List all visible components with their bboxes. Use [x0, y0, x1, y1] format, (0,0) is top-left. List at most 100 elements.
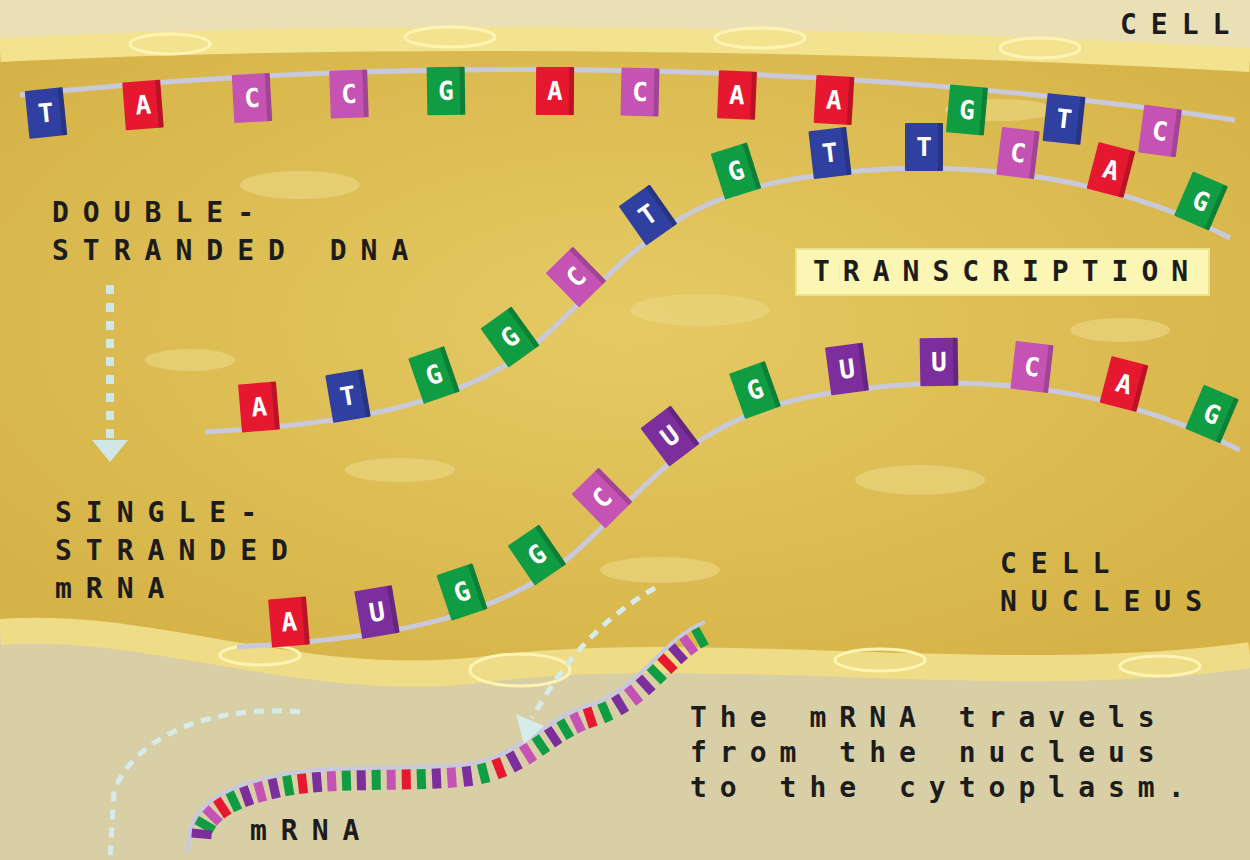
nucleotide-base: A: [238, 382, 280, 433]
nucleotide-base: T: [25, 88, 68, 140]
nucleotide-base: U: [825, 343, 869, 396]
node-text: C: [587, 483, 616, 513]
node-text: G: [524, 540, 552, 570]
mrna-bases: [191, 627, 708, 840]
nucleotide-base: C: [571, 468, 632, 529]
node-text: C: [341, 80, 358, 107]
mrna-base-bar: [432, 768, 442, 788]
node-text: G: [743, 375, 766, 405]
node-text: T: [37, 100, 55, 127]
mrna-base-bar: [531, 734, 550, 756]
node-text: C: [243, 84, 260, 111]
node-text: A: [729, 82, 746, 109]
node-text: T: [338, 382, 358, 410]
node-text: T: [634, 200, 662, 230]
nucleotide-base: C: [620, 67, 659, 116]
node-text: C: [632, 79, 648, 105]
node-text: A: [547, 78, 563, 104]
nucleotide-base: G: [710, 143, 761, 200]
nucleotide-base: G: [729, 361, 781, 419]
node-text: C: [1009, 139, 1028, 167]
node-text: G: [496, 322, 524, 352]
nucleotide-base: T: [1042, 93, 1085, 145]
mrna-base-bar: [597, 701, 613, 723]
node-text: C: [561, 262, 590, 292]
cell-nucleus: [0, 39, 1250, 674]
mrna-base-bar: [544, 726, 563, 748]
mrna-base-bar: [253, 781, 267, 803]
outer-cytoplasm: [0, 0, 1250, 60]
mrna-base-bar: [657, 653, 677, 674]
region-label: CELL NUCLEUS: [1000, 545, 1245, 621]
mrna-strand: [188, 622, 705, 852]
mrna-base-bar: [624, 684, 643, 705]
node-text: G: [1199, 399, 1224, 429]
process-arrow: [106, 285, 114, 440]
nucleotide-base: A: [122, 79, 164, 130]
node-text: T: [1054, 105, 1072, 133]
nucleotide-base: A: [814, 75, 855, 125]
nucleotide-base: G: [1185, 384, 1239, 443]
mrna-base-bar: [569, 712, 586, 734]
node-text: G: [958, 96, 976, 123]
mrna-base-bar: [647, 664, 667, 685]
mrna-base-bar: [282, 775, 294, 796]
nucleotide-base: T: [808, 127, 851, 179]
region-label: SINGLE- STRANDED mRNA: [55, 494, 355, 608]
nucleotide-base: U: [920, 338, 959, 387]
nucleotide-base: T: [905, 123, 943, 171]
arrowhead: [92, 440, 128, 462]
nucleotide-base: C: [329, 69, 369, 118]
mrna-base-bar: [583, 707, 598, 729]
nucleotide-base: G: [1174, 172, 1228, 231]
nucleotide-base: C: [996, 127, 1040, 179]
node-text: U: [367, 598, 387, 626]
mrna-base-bar: [387, 770, 396, 790]
mrna-base-bar: [462, 766, 473, 787]
node-text: G: [438, 78, 454, 104]
nucleotide-base: G: [436, 563, 487, 621]
export-arrow: [532, 588, 655, 718]
mrna-base-bar: [447, 767, 457, 788]
node-text: A: [1100, 156, 1122, 185]
nucleotide-base: A: [269, 597, 311, 648]
mrna-base-bar: [268, 778, 281, 799]
nucleotide-base: C: [546, 247, 607, 308]
mrna-base-bar: [636, 674, 656, 695]
mrna-base-bar: [519, 743, 537, 765]
nucleotide-base: A: [1099, 356, 1148, 412]
node-text: U: [838, 355, 857, 383]
node-text: T: [916, 134, 932, 160]
mrna-base-bar: [297, 773, 308, 794]
nucleotide-base: C: [1138, 104, 1182, 157]
node-text: G: [422, 360, 445, 390]
node-text: A: [134, 91, 152, 118]
mrna-base-bar: [506, 751, 523, 773]
node-text: C: [1150, 117, 1169, 145]
nucleotide-base: A: [717, 70, 757, 120]
nucleotide-base: G: [408, 346, 460, 404]
node-text: G: [450, 577, 473, 607]
node-text: G: [1189, 186, 1214, 216]
nuclear-membrane: [0, 631, 1250, 674]
node-text: A: [250, 394, 268, 421]
mrna-base-bar: [312, 772, 323, 793]
nucleotide-base: C: [232, 73, 273, 123]
mrna-base-bar: [556, 718, 574, 740]
mrna-base-bar: [611, 694, 629, 716]
mrna-base-bar: [239, 785, 254, 807]
region-label: DOUBLE- STRANDED DNA: [52, 194, 492, 270]
nucleotide-base: T: [618, 184, 677, 245]
node-text: U: [931, 349, 947, 375]
nucleotide-base: C: [1010, 341, 1053, 393]
mrna-base-bar: [402, 769, 411, 789]
nucleotide-base: T: [325, 370, 371, 424]
nucleotide-base: G: [481, 306, 540, 367]
mrna-base-bar: [372, 770, 381, 790]
mrna-base-bar: [327, 771, 337, 791]
arrowhead: [516, 714, 544, 744]
mrna-base-bar: [491, 757, 507, 779]
mrna-base-bar: [191, 829, 212, 840]
nucleotide-base: G: [426, 67, 465, 116]
